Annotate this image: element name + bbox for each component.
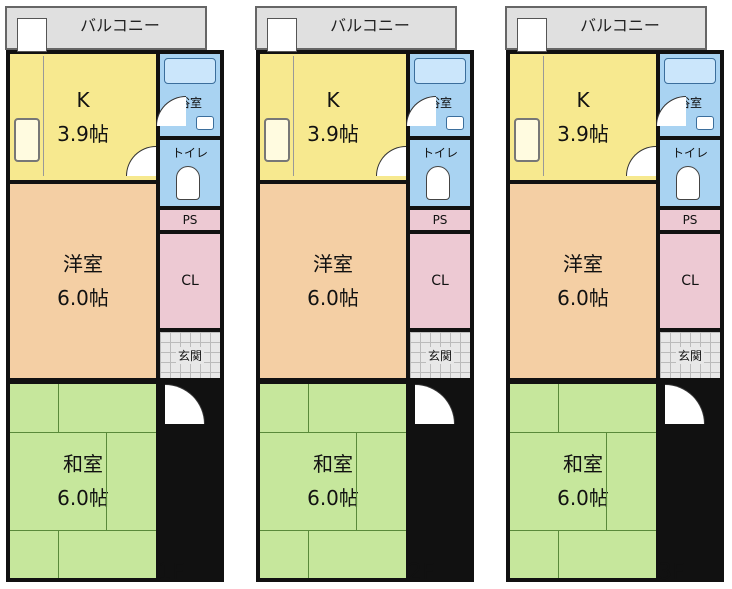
pipe-space: PS	[660, 210, 720, 230]
toilet-icon	[676, 166, 700, 200]
tatami-seam	[106, 432, 107, 530]
tatami-seam	[260, 530, 406, 531]
tatami-seam	[558, 384, 559, 432]
pipe-space: PS	[410, 210, 470, 230]
washbasin-icon	[196, 116, 214, 130]
closet-label: CL	[181, 273, 199, 289]
ps-label: PS	[182, 213, 198, 227]
japanese-room: 和室 6.0帖	[10, 384, 156, 578]
water-heater-icon	[517, 18, 547, 52]
japanese-room-name: 和室	[63, 452, 103, 476]
kitchen-name: K	[576, 88, 590, 112]
entrance: 玄関	[660, 332, 720, 378]
sink-icon	[14, 118, 40, 162]
ps-label: PS	[682, 213, 698, 227]
closet: CL	[160, 234, 220, 328]
tatami-seam	[510, 432, 656, 433]
balcony-label: バルコニー	[330, 16, 410, 35]
floor-label: 1F	[158, 560, 185, 585]
bathtub-icon	[414, 58, 466, 84]
sink-icon	[514, 118, 540, 162]
floor-plan-3f: バルコニー K 3.9帖 浴室 トイレ PS CL 玄関 洋室 6.0帖 和室 …	[500, 0, 724, 589]
western-room-name: 洋室	[313, 252, 353, 276]
japanese-room-name: 和室	[563, 452, 603, 476]
japanese-room-name: 和室	[313, 452, 353, 476]
western-room-size: 6.0帖	[307, 286, 359, 310]
tatami-seam	[308, 384, 309, 432]
japanese-room-size: 6.0帖	[557, 486, 609, 510]
balcony	[5, 6, 207, 52]
kitchen-name: K	[76, 88, 90, 112]
floor-label: 3F	[658, 560, 685, 585]
kitchen-size: 3.9帖	[57, 122, 109, 146]
kitchen-name: K	[326, 88, 340, 112]
entrance-label: 玄関	[675, 346, 704, 364]
tatami-seam	[10, 530, 156, 531]
balcony	[505, 6, 707, 52]
closet-label: CL	[431, 273, 449, 289]
washbasin-icon	[696, 116, 714, 130]
ps-label: PS	[432, 213, 448, 227]
kitchen-size: 3.9帖	[307, 122, 359, 146]
western-room-size: 6.0帖	[57, 286, 109, 310]
balcony-label: バルコニー	[580, 16, 660, 35]
kitchen-counter	[512, 56, 544, 176]
toilet-icon	[426, 166, 450, 200]
balcony-label: バルコニー	[80, 16, 160, 35]
japanese-room: 和室 6.0帖	[510, 384, 656, 578]
sink-icon	[264, 118, 290, 162]
tatami-seam	[356, 432, 357, 530]
tatami-seam	[606, 432, 607, 530]
floor-plan-1f: バルコニー K 3.9帖 浴室 トイレ PS CL 玄関 洋室 6.0帖 和室 …	[0, 0, 224, 589]
closet: CL	[410, 234, 470, 328]
floor-plan-2f: バルコニー K 3.9帖 浴室 トイレ PS CL 玄関 洋室 6.0帖 和室 …	[250, 0, 474, 589]
balcony	[255, 6, 457, 52]
japanese-room-size: 6.0帖	[57, 486, 109, 510]
western-room: 洋室 6.0帖	[510, 184, 656, 378]
pipe-space: PS	[160, 210, 220, 230]
tatami-seam	[10, 432, 156, 433]
japanese-room: 和室 6.0帖	[260, 384, 406, 578]
closet-label: CL	[681, 273, 699, 289]
entrance: 玄関	[160, 332, 220, 378]
toilet-label: トイレ	[171, 146, 208, 160]
tatami-seam	[260, 432, 406, 433]
tatami-seam	[510, 530, 656, 531]
tatami-seam	[558, 530, 559, 578]
tatami-seam	[308, 530, 309, 578]
western-room: 洋室 6.0帖	[10, 184, 156, 378]
tatami-seam	[58, 384, 59, 432]
toilet-label: トイレ	[421, 146, 458, 160]
kitchen-counter	[262, 56, 294, 176]
floor-label: 2F	[408, 560, 435, 585]
water-heater-icon	[17, 18, 47, 52]
water-heater-icon	[267, 18, 297, 52]
bathtub-icon	[164, 58, 216, 84]
entrance: 玄関	[410, 332, 470, 378]
western-room-name: 洋室	[63, 252, 103, 276]
kitchen-counter	[12, 56, 44, 176]
bathtub-icon	[664, 58, 716, 84]
japanese-room-size: 6.0帖	[307, 486, 359, 510]
western-room-size: 6.0帖	[557, 286, 609, 310]
kitchen-size: 3.9帖	[557, 122, 609, 146]
entrance-label: 玄関	[425, 346, 454, 364]
tatami-seam	[58, 530, 59, 578]
western-room: 洋室 6.0帖	[260, 184, 406, 378]
western-room-name: 洋室	[563, 252, 603, 276]
toilet-label: トイレ	[671, 146, 708, 160]
washbasin-icon	[446, 116, 464, 130]
toilet-icon	[176, 166, 200, 200]
entrance-label: 玄関	[175, 346, 204, 364]
closet: CL	[660, 234, 720, 328]
